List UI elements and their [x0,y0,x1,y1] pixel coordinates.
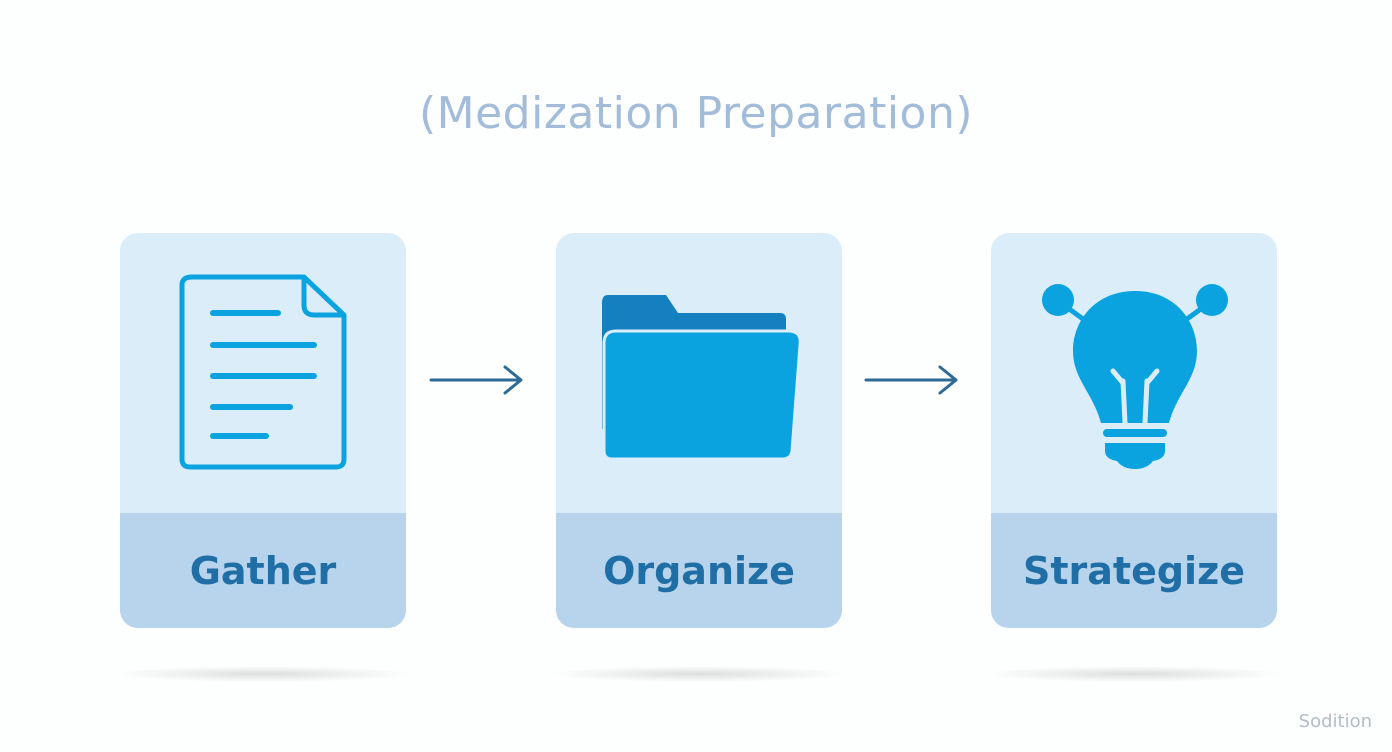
step-card-strategize: Strategize [991,233,1277,628]
card-shadow [113,666,413,682]
step-card-gather: Gather [120,233,406,628]
lightbulb-icon [1042,284,1228,469]
step-card-organize: Organize [556,233,842,628]
document-icon [179,274,347,470]
watermark: Sodition [1298,711,1372,732]
folder-icon [602,295,802,461]
diagram-title: (Medization Preparation) [418,88,974,139]
card-shadow [549,666,849,682]
arrow-right-icon [429,365,523,395]
step-label: Strategize [1023,548,1245,593]
card-shadow [984,666,1284,682]
step-label: Gather [189,548,337,593]
step-label: Organize [603,548,795,593]
arrow-right-icon [864,365,958,395]
